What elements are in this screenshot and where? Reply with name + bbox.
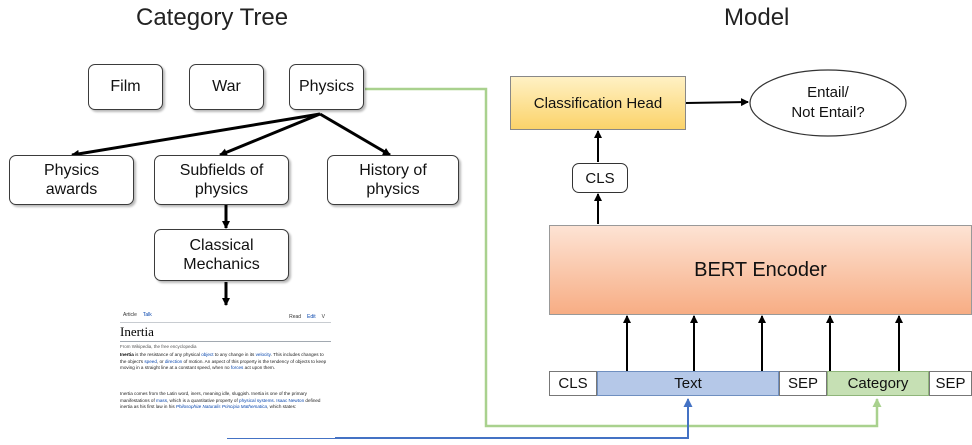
category-physics-awards: Physics awards (9, 155, 134, 205)
output-ellipse (749, 69, 907, 137)
wikipedia-article-snippet: Article Talk Read Edit V Inertia From Wikip… (116, 308, 335, 438)
wiki-article-title: Inertia (120, 324, 154, 339)
edge-physics-awards (71, 112, 321, 158)
edge-physics-history (319, 112, 391, 157)
category-physics: Physics (289, 64, 364, 110)
input-text-segment: Text (597, 371, 779, 396)
input-sep-token-2: SEP (929, 371, 972, 396)
wiki-tab-edit[interactable]: Edit (307, 314, 316, 320)
wiki-tab-article[interactable]: Article (123, 312, 137, 318)
input-category-segment: Category (827, 371, 929, 396)
wiki-title-rule (120, 341, 331, 342)
input-sep-token-1: SEP (779, 371, 827, 396)
edge-head-output (685, 98, 749, 107)
output-label: Entail/ Not Entail? (791, 83, 865, 121)
category-subfields-of-physics: Subfields of physics (154, 155, 289, 205)
category-tree-title: Category Tree (136, 4, 289, 31)
category-film: Film (88, 64, 163, 110)
edge-physics-subfields (219, 112, 321, 157)
wiki-paragraph-2: Inertia comes from the Latin word, iners… (120, 391, 321, 410)
classification-head: Classification Head (510, 76, 686, 130)
model-title: Model (724, 4, 790, 31)
category-classical-mechanics: Classical Mechanics (154, 229, 289, 281)
category-history-of-physics: History of physics (327, 155, 459, 205)
wiki-tab-more[interactable]: V (321, 314, 325, 320)
wiki-paragraph-1: Inertia is the resistance of any physica… (120, 352, 327, 371)
bert-encoder: BERT Encoder (549, 225, 972, 315)
wiki-tabs: Article Talk Read Edit V (120, 310, 331, 323)
wiki-from-line: From Wikipedia, the free encyclopedia (120, 344, 197, 349)
input-cls-token: CLS (549, 371, 597, 396)
wiki-tab-talk[interactable]: Talk (142, 312, 152, 318)
category-war: War (189, 64, 264, 110)
wiki-tab-read[interactable]: Read (289, 314, 302, 320)
cls-output-token: CLS (572, 163, 628, 193)
category-link-line (365, 87, 882, 428)
